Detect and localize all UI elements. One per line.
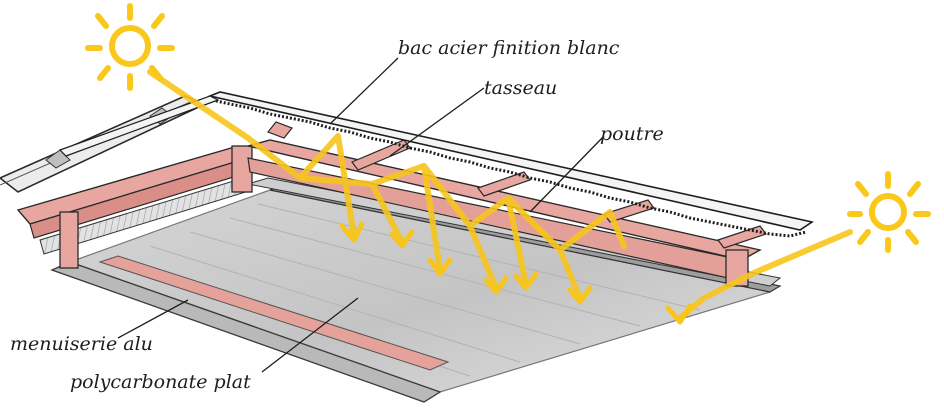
leader-bac-acier	[330, 58, 398, 124]
label-polycarbonate: polycarbonate plat	[70, 371, 251, 393]
label-tasseau: tasseau	[484, 77, 557, 99]
label-bac-acier: bac acier finition blanc	[398, 37, 620, 59]
sun-icon	[88, 6, 172, 88]
sun-icon	[850, 174, 928, 250]
label-menuiserie: menuiserie alu	[10, 333, 153, 355]
label-poutre: poutre	[600, 123, 664, 145]
